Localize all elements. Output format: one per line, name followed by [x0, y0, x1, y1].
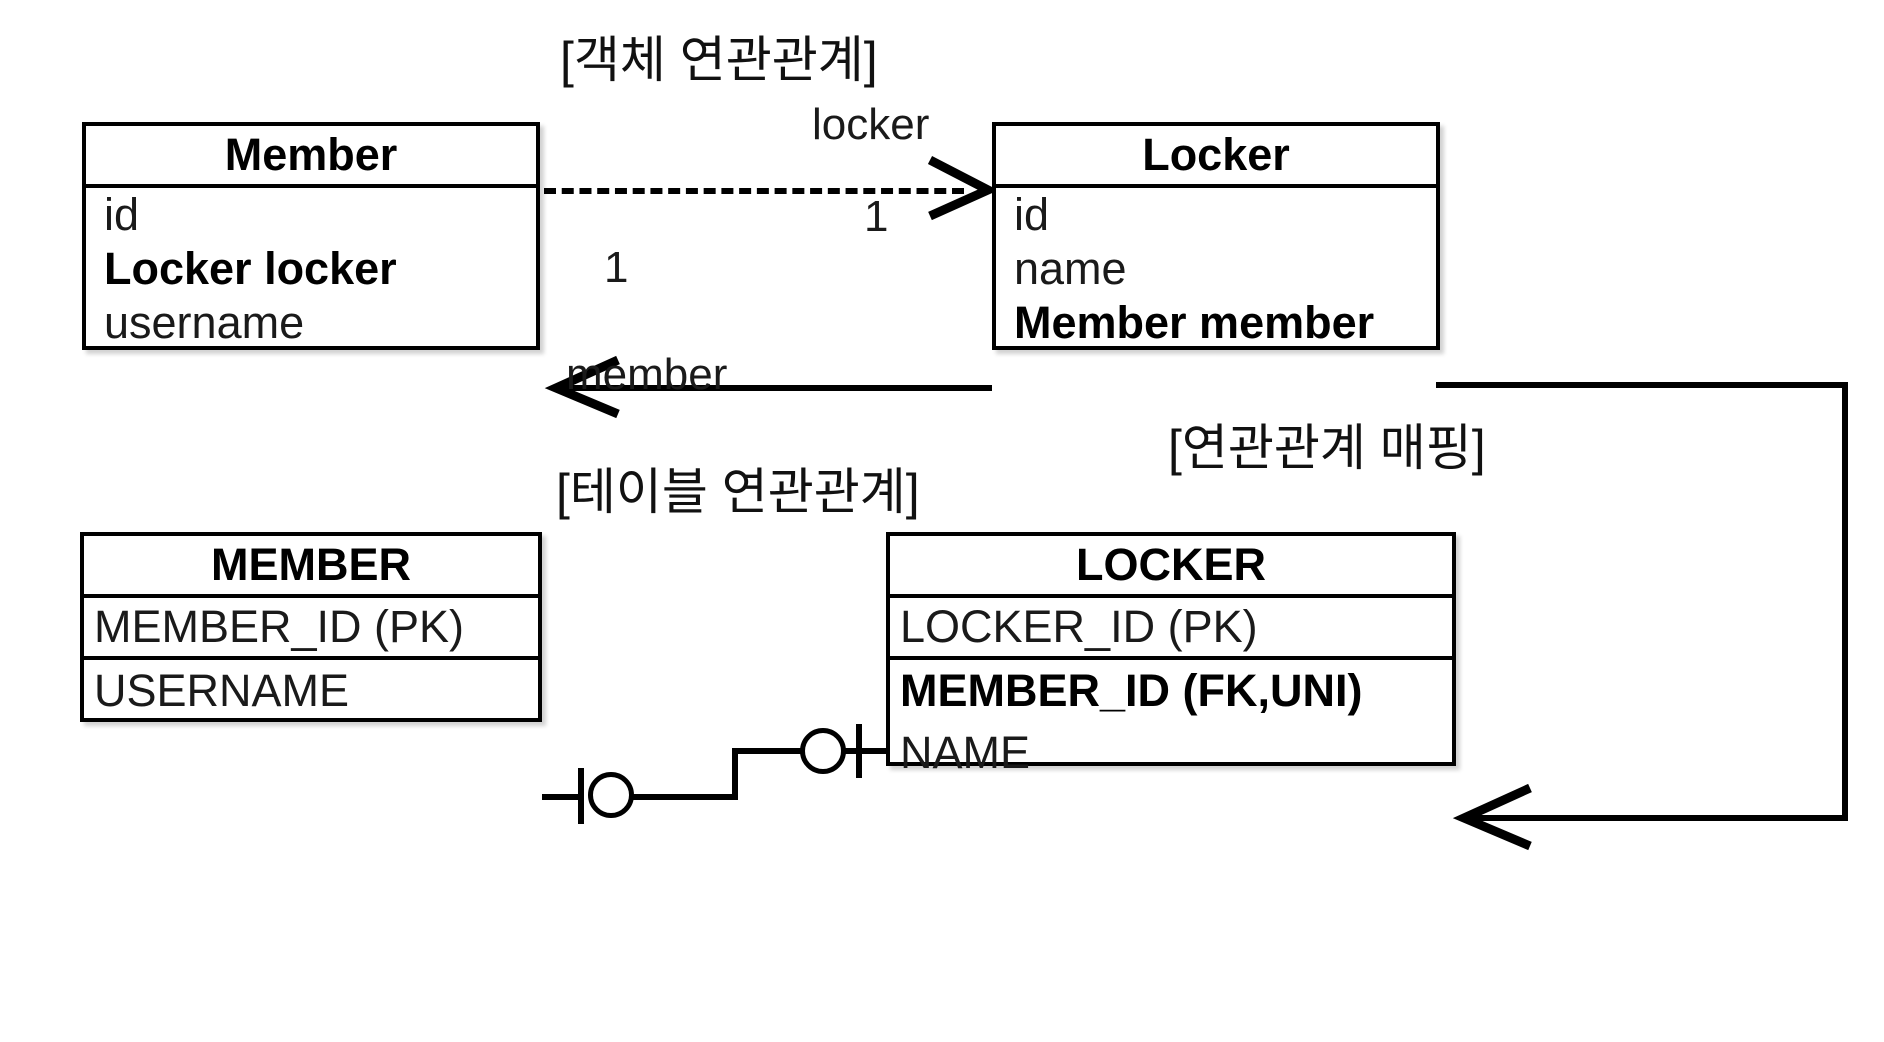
member-table-title: MEMBER [84, 536, 538, 598]
locker-table-column-locker-id: LOCKER_ID (PK) [890, 598, 1452, 660]
member-class-attribute-locker: Locker locker [104, 243, 397, 294]
mapping-connector-bottom [1470, 815, 1848, 821]
member-table-columns: MEMBER_ID (PK) USERNAME [84, 598, 538, 722]
locker-side-optional-circle [800, 728, 846, 774]
locker-class-box: Locker id name Member member [992, 122, 1440, 350]
relationship-line-segment-lower [632, 794, 736, 800]
member-association-multiplicity: 1 [604, 243, 629, 292]
locker-class-title: Locker [996, 126, 1436, 188]
member-table-box: MEMBER MEMBER_ID (PK) USERNAME [80, 532, 542, 722]
locker-class-attribute-id: id [1014, 189, 1050, 240]
mapping-connector-top [1436, 382, 1848, 388]
member-association-role-label: member [566, 350, 728, 399]
locker-table-title: LOCKER [890, 536, 1452, 598]
locker-association-multiplicity: 1 [864, 192, 889, 241]
member-class-attribute-id: id [104, 189, 140, 240]
locker-class-attributes: id name Member member [996, 188, 1436, 350]
member-class-box: Member id Locker locker username [82, 122, 540, 350]
member-class-attribute-username: username [104, 297, 305, 348]
locker-table-relationship-stub [844, 748, 890, 754]
association-mapping-title: [연관관계 매핑] [1168, 420, 1486, 476]
locker-class-attribute-name: name [1014, 243, 1127, 294]
locker-table-box: LOCKER LOCKER_ID (PK) MEMBER_ID (FK,UNI)… [886, 532, 1456, 778]
member-table-relationship-stub [542, 794, 582, 800]
member-table-column-username: USERNAME [94, 665, 350, 716]
member-association-solid-line [560, 385, 992, 391]
table-association-title: [테이블 연관관계] [556, 464, 920, 520]
member-class-attributes: id Locker locker username [86, 188, 536, 350]
member-side-optional-circle [588, 772, 634, 818]
member-class-title: Member [86, 126, 536, 188]
relationship-line-segment-upper [736, 748, 802, 754]
mapping-connector-vertical [1842, 382, 1848, 818]
member-table-column-member-id: MEMBER_ID (PK) [84, 598, 538, 660]
locker-association-role-label: locker [812, 100, 930, 149]
object-association-title: [객체 연관관계] [560, 32, 878, 88]
locker-table-column-name: NAME [900, 727, 1031, 778]
locker-class-attribute-member: Member member [1014, 297, 1375, 348]
relationship-line-step [732, 748, 738, 800]
locker-association-dashed-line [544, 188, 964, 194]
locker-table-column-member-id: MEMBER_ID (FK,UNI) [900, 665, 1363, 716]
locker-table-columns: LOCKER_ID (PK) MEMBER_ID (FK,UNI) NAME [890, 598, 1452, 784]
member-side-one-tick [578, 768, 584, 824]
